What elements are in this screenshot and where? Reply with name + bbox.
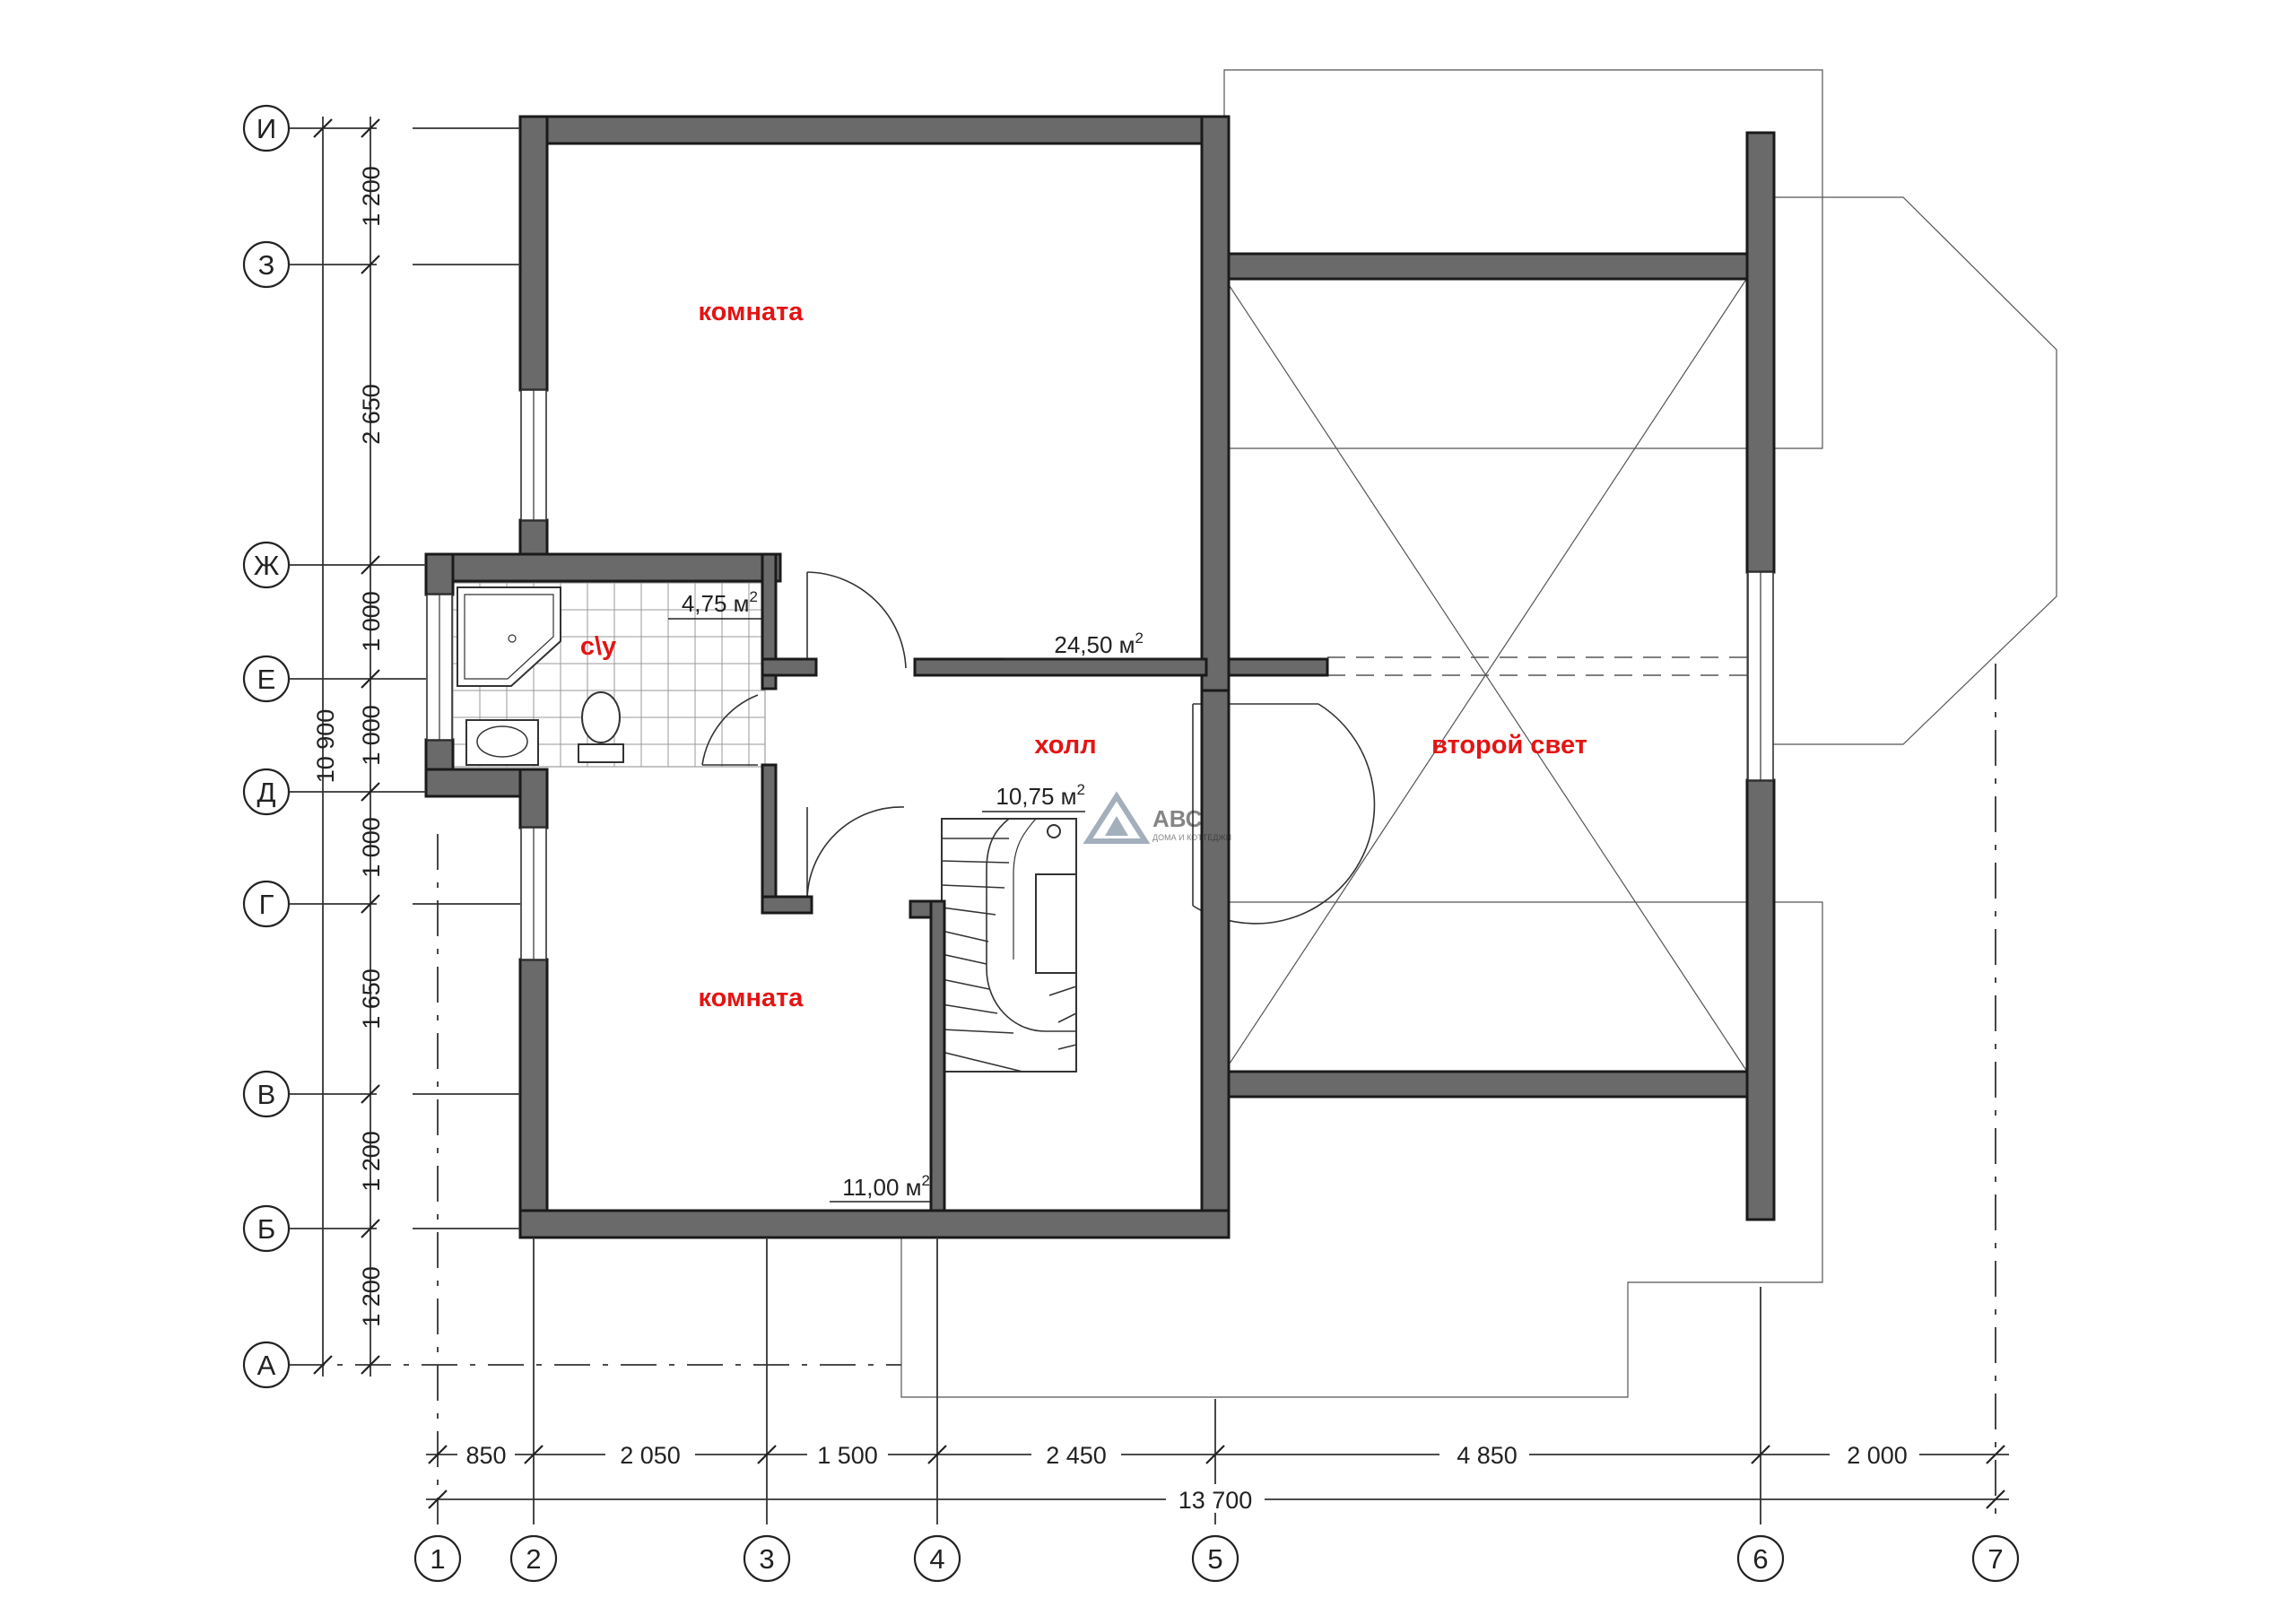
dimension-label: 1 000 bbox=[358, 591, 385, 652]
vertical-dimension-labels: 1 200 2 650 1 000 1 000 1 000 1 650 1 20… bbox=[312, 166, 385, 1327]
row-axis-markers: И З Ж Е Д Г В Б А bbox=[242, 104, 291, 1389]
row-axis-label: Ж bbox=[254, 550, 280, 581]
logo-text: АВС bbox=[1152, 805, 1203, 832]
column-axis-label: 5 bbox=[1207, 1543, 1222, 1575]
staircase bbox=[941, 818, 1077, 1073]
door-swings bbox=[701, 571, 1376, 925]
column-axis-label: 7 bbox=[1987, 1543, 2003, 1575]
column-axis-label: 2 bbox=[526, 1543, 541, 1575]
row-axis-label: Д bbox=[257, 777, 276, 808]
area-label-top: 24,50 м2 bbox=[1054, 630, 1144, 658]
shower-tray bbox=[457, 586, 561, 687]
dimension-total: 13 700 bbox=[1178, 1487, 1253, 1514]
dimension-label: 4 850 bbox=[1457, 1442, 1518, 1469]
column-axis-markers: 1 2 3 4 5 6 7 bbox=[413, 1534, 2020, 1583]
dimension-label: 1 000 bbox=[358, 817, 385, 878]
dimension-label: 1 200 bbox=[358, 1131, 385, 1192]
room-labels: комната с\у холл второй свет комната bbox=[580, 298, 1587, 1012]
column-axis-label: 4 bbox=[929, 1543, 944, 1575]
area-label-hall: 10,75 м2 bbox=[996, 781, 1085, 810]
horizontal-dimension-labels: 850 2 050 1 500 2 450 4 850 2 000 13 700 bbox=[457, 1439, 1919, 1514]
area-label-bathroom: 4,75 м2 bbox=[682, 588, 758, 617]
windows bbox=[426, 389, 1774, 960]
dimension-label: 2 450 bbox=[1046, 1442, 1107, 1469]
roof-outline bbox=[900, 69, 2057, 1398]
room-label-top: комната bbox=[699, 298, 804, 326]
vertical-dimension-chain bbox=[313, 117, 380, 1376]
column-axis-label: 3 bbox=[759, 1543, 774, 1575]
dimension-label: 1 000 bbox=[358, 705, 385, 766]
dimension-label: 2 000 bbox=[1847, 1442, 1908, 1469]
column-axis-label: 1 bbox=[430, 1543, 445, 1575]
dimension-label: 2 050 bbox=[620, 1442, 681, 1469]
toilet bbox=[578, 691, 624, 763]
dimension-label: 1 650 bbox=[358, 968, 385, 1029]
dimension-total: 10 900 bbox=[312, 709, 339, 784]
column-axis-label: 6 bbox=[1752, 1543, 1768, 1575]
room-label-bottom: комната bbox=[699, 984, 804, 1012]
washbasin bbox=[465, 719, 539, 766]
row-axis-label: Г bbox=[259, 889, 274, 920]
row-axis-lines bbox=[289, 127, 901, 1366]
row-axis-label: В bbox=[257, 1079, 276, 1110]
row-axis-label: А bbox=[257, 1350, 276, 1381]
dimension-label: 1 500 bbox=[817, 1442, 878, 1469]
walls[interactable] bbox=[424, 115, 1776, 1239]
room-label-second-light: второй свет bbox=[1431, 731, 1587, 760]
dimension-label: 1 200 bbox=[358, 166, 385, 227]
room-label-bathroom: с\у bbox=[580, 632, 616, 661]
dimension-label: 1 200 bbox=[358, 1266, 385, 1327]
row-axis-label: И bbox=[257, 113, 276, 144]
area-label-bottom: 11,00 м2 bbox=[842, 1172, 930, 1201]
row-axis-label: Е bbox=[257, 664, 276, 695]
dimension-label: 850 bbox=[465, 1442, 506, 1469]
row-axis-label: З bbox=[258, 249, 275, 281]
logo-subtitle: ДОМА И КОТТЕДЖИ bbox=[1152, 833, 1231, 842]
area-labels: 24,50 м2 4,75 м2 10,75 м2 11,00 м2 bbox=[668, 588, 1202, 1203]
abc-logo-watermark: АВС ДОМА И КОТТЕДЖИ bbox=[1083, 791, 1231, 844]
room-label-hall: холл bbox=[1034, 731, 1096, 760]
row-axis-label: Б bbox=[257, 1213, 275, 1245]
dimension-label: 2 650 bbox=[358, 384, 385, 445]
